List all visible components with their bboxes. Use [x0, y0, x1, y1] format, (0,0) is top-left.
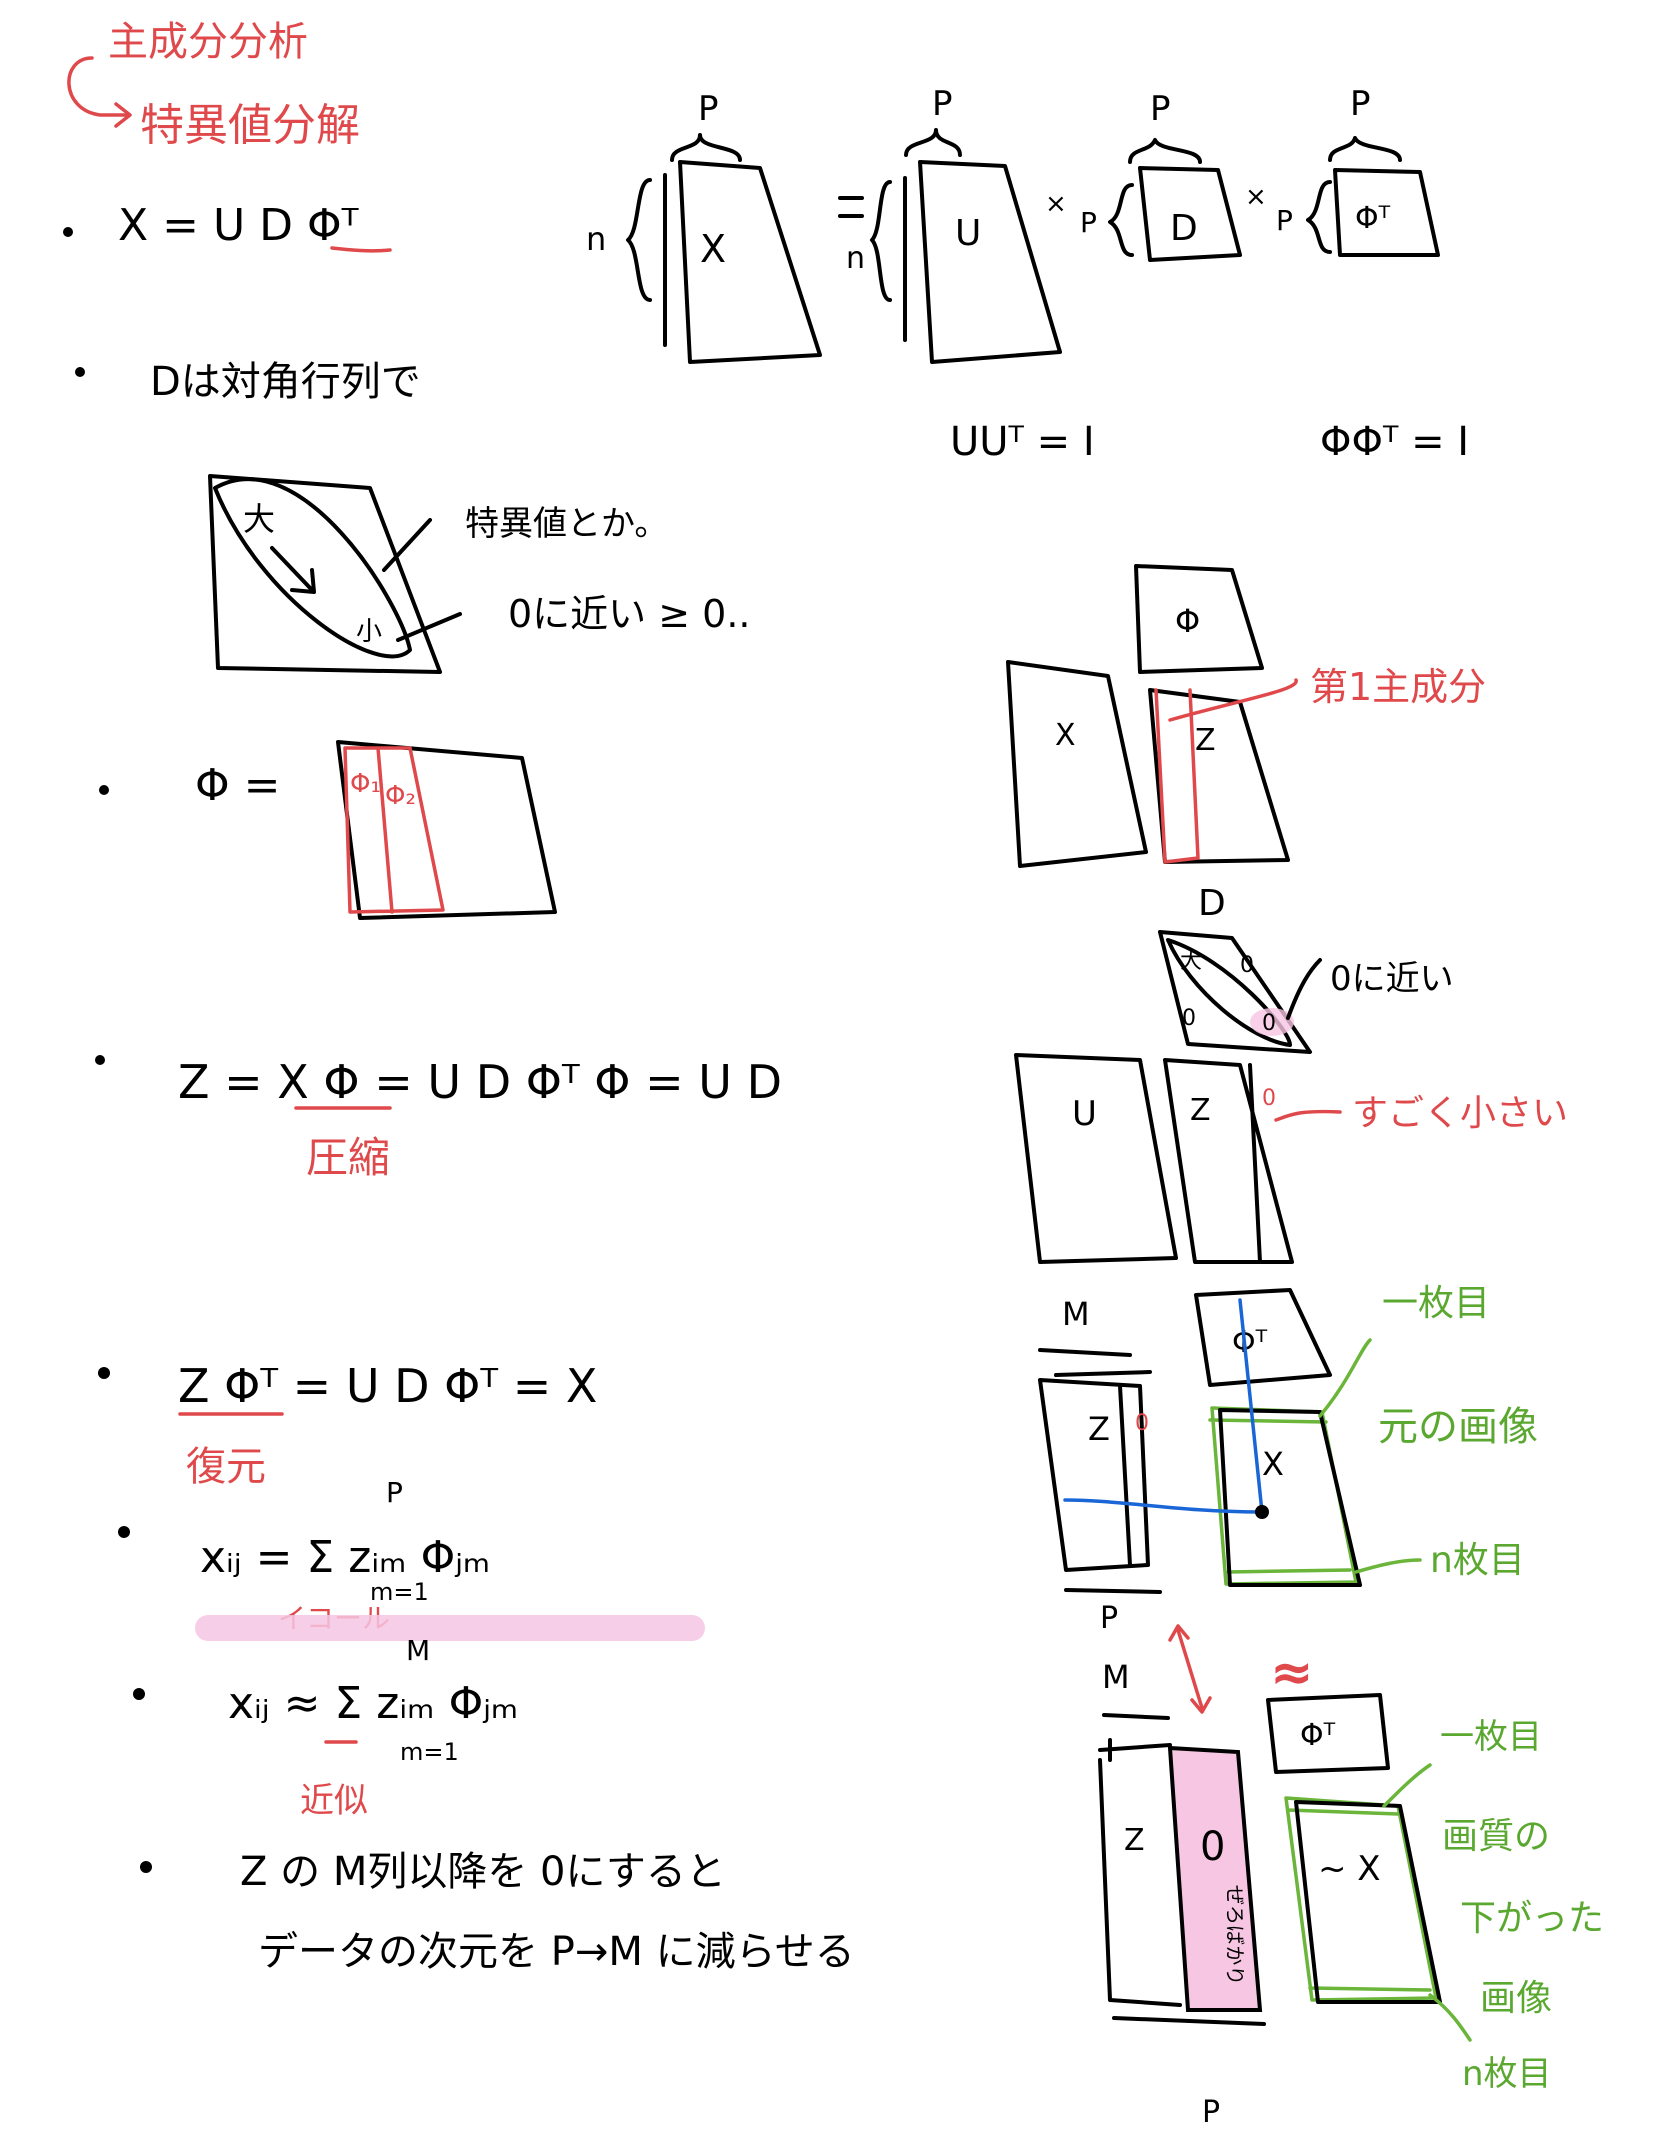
phi-matrix-diagram: Φ₁ Φ₂ [336, 740, 557, 920]
svg-text:X: X [700, 227, 726, 271]
svg-text:P: P [1080, 206, 1097, 239]
underline-phi-transpose [330, 246, 392, 253]
note-near-zero: 0に近い ≥ 0.. [508, 592, 751, 636]
svg-text:X: X [1262, 1445, 1284, 1483]
svg-text:X: X [1055, 718, 1076, 753]
svg-text:Φ: Φ [1175, 602, 1200, 640]
svg-text:m=1: m=1 [400, 1738, 459, 1766]
svg-text:0: 0 [1262, 1011, 1276, 1036]
svg-text:0: 0 [1200, 1824, 1225, 1870]
note-reduce-dim: データの次元を P→M に減らせる [258, 1929, 855, 1975]
svg-text:P: P [698, 89, 719, 129]
svg-text:P: P [1276, 204, 1293, 237]
note-eigenvalues: 特異値とか。 [465, 504, 668, 544]
svg-text:D: D [1170, 208, 1198, 249]
svg-text:小: 小 [356, 617, 382, 647]
note-near-zero-2: 0に近い [1330, 959, 1454, 999]
svg-text:大: 大 [1180, 949, 1202, 974]
svg-text:ぜろばかり: ぜろばかり [1223, 1885, 1247, 1985]
matrix-x-box [663, 160, 822, 364]
svg-text:P: P [386, 1476, 403, 1509]
svg-text:0: 0 [1262, 1086, 1276, 1111]
arrow-down-icon [270, 546, 316, 594]
arrow-curve-icon [67, 56, 132, 128]
svg-text:0: 0 [1240, 953, 1254, 978]
svg-text:n: n [586, 220, 606, 258]
heading-eigen-decomposition: 特異値分解 [140, 100, 360, 151]
identity-phi: ΦΦᵀ = I [1320, 419, 1469, 465]
highlight-pink [195, 1615, 705, 1641]
matrix-u-box [903, 160, 1062, 364]
u-z-d-diagram: D 大 0 0 0 0に近い U Z 0 すごく小さい [1014, 883, 1568, 1264]
label-original-image: 元の画像 [1378, 1404, 1538, 1450]
equation-z: Z = X Φ = U D Φᵀ Φ = U D [178, 1055, 782, 1109]
equation-xij-approx: xᵢⱼ ≈ Σ zᵢₘ Φⱼₘ [228, 1678, 518, 1729]
note-z-m-zero: Z の M列以降を 0にすると [240, 1849, 726, 1895]
equation-xij: xᵢⱼ = Σ zᵢₘ Φⱼₘ [200, 1532, 490, 1583]
svg-text:P: P [1202, 2095, 1220, 2130]
label-restore: 復元 [186, 1444, 266, 1490]
svg-text:n: n [846, 241, 865, 276]
matrix-phi-t-box [1333, 168, 1440, 257]
x-phi-z-diagram: Φ X Z 第1主成分 [1006, 564, 1486, 868]
equation-reconstruct: Z Φᵀ = U D Φᵀ = X [178, 1359, 597, 1413]
label-quality: 画質の [1442, 1816, 1550, 1857]
svg-text:0: 0 [1182, 1006, 1196, 1031]
label-very-small: すごく小さい [1352, 1093, 1568, 1134]
approx-reconstruction-diagram: M Z 0 ぜろばかり P Φᵀ ~ X 一枚目 画質の 下がった 画像 n枚目 [1098, 1658, 1604, 2130]
equation-svd: X = U D Φᵀ [118, 200, 360, 251]
label-n-th: n枚目 [1430, 1540, 1525, 1581]
label-ss-approx: ≈ [1270, 1643, 1314, 1703]
svg-text:P: P [1150, 89, 1171, 129]
label-approx: 近似 [300, 1781, 368, 1821]
svg-text:m=1: m=1 [370, 1578, 429, 1606]
note-d-diagonal: Dは対角行列で [150, 359, 421, 405]
label-compression: 圧縮 [306, 1133, 390, 1182]
heading-pca: 主成分分析 [108, 19, 308, 65]
label-lowered: 下がった [1460, 1898, 1604, 1939]
svg-text:Φᵀ: Φᵀ [1232, 1325, 1268, 1360]
svd-matrix-diagram: P P P P X n U n × P D × P Φᵀ UUᵀ = I ΦΦᵀ… [586, 84, 1469, 465]
svg-text:P: P [1350, 84, 1371, 124]
svg-text:U: U [955, 213, 981, 254]
svg-text:P: P [1100, 1601, 1118, 1636]
equation-phi: Φ = [195, 760, 281, 811]
svg-text:Φᵀ: Φᵀ [1355, 201, 1391, 236]
svg-text:一枚目: 一枚目 [1440, 1717, 1542, 1757]
double-arrow-icon [1168, 1624, 1212, 1714]
identity-u: UUᵀ = I [950, 419, 1095, 465]
bullet-dots [63, 227, 152, 1873]
svg-text:D: D [1198, 883, 1226, 924]
label-first-pc: 第1主成分 [1310, 665, 1486, 709]
svg-text:×: × [1045, 189, 1067, 219]
svg-text:~ X: ~ X [1318, 1849, 1381, 1889]
svg-text:Z: Z [1190, 1093, 1211, 1128]
svg-text:Φ₁: Φ₁ [350, 769, 381, 799]
svg-text:U: U [1072, 1094, 1097, 1134]
d-diagonal-diagram: 大 小 特異値とか。 0に近い ≥ 0.. [208, 474, 751, 674]
svg-text:大: 大 [243, 500, 275, 538]
svg-text:Φ₂: Φ₂ [385, 781, 416, 811]
svg-text:Φᵀ: Φᵀ [1300, 1718, 1336, 1753]
blue-index-lines [1063, 1298, 1264, 1514]
label-image: 画像 [1480, 1978, 1552, 2019]
svg-text:Z: Z [1124, 1823, 1145, 1858]
svg-text:×: × [1245, 182, 1267, 212]
svg-text:M: M [406, 1634, 430, 1667]
svg-text:M: M [1102, 1658, 1130, 1696]
reconstruction-diagram: M Z 0 P Φᵀ X 一枚目 元の画像 n枚目 ≈ [1038, 1283, 1538, 1714]
matrix-d-box [1138, 166, 1242, 262]
svg-text:Z: Z [1088, 1410, 1110, 1448]
svg-text:P: P [932, 84, 953, 124]
label-first-image: 一枚目 [1382, 1283, 1490, 1324]
svg-text:n枚目: n枚目 [1462, 2054, 1552, 2094]
svg-text:M: M [1062, 1295, 1090, 1333]
svg-text:0: 0 [1135, 1411, 1149, 1436]
svg-text:Z: Z [1195, 723, 1216, 758]
